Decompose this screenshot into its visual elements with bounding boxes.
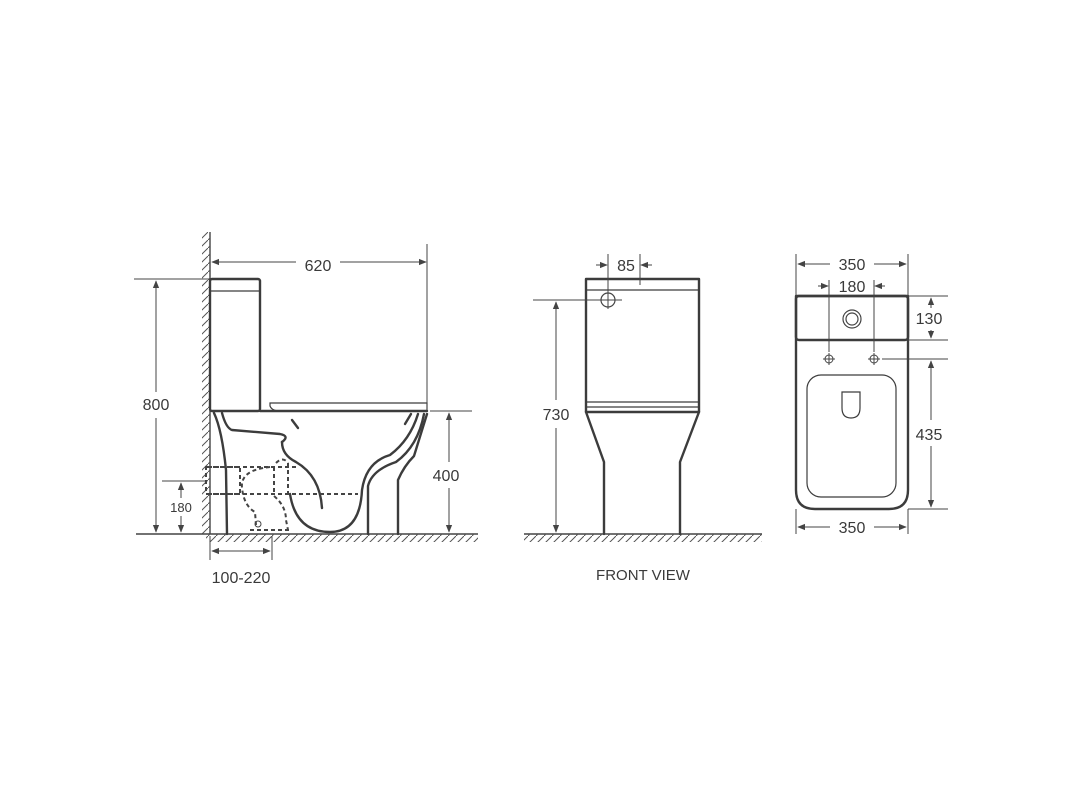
dim-100-220: 100-220: [209, 536, 273, 587]
dim-130: 130: [908, 295, 948, 341]
dim-label-bowl-width: 350: [839, 520, 866, 537]
dim-435: 435: [882, 358, 948, 510]
cistern-side: [208, 277, 262, 413]
dim-730: 730: [543, 301, 570, 533]
dim-label-bowl-length: 435: [916, 427, 943, 444]
cistern-front: [584, 277, 701, 414]
dim-label-rough-in: 100-220: [212, 570, 271, 587]
outline-top: [794, 294, 910, 511]
dim-label-overall-height: 800: [143, 397, 170, 414]
dim-400: 400: [430, 410, 472, 533]
floor-side: [136, 533, 478, 542]
dim-180-outlet: 180: [162, 480, 206, 533]
pedestal-front: [584, 410, 701, 536]
outlet-hidden: [205, 458, 358, 531]
dim-85: 85: [596, 254, 652, 285]
bolt-holes: [823, 353, 880, 365]
inlet-marker: [533, 254, 622, 309]
dim-350-bottom: 350: [795, 509, 909, 537]
dim-620: 620: [211, 244, 428, 411]
dim-label-bolt-spacing: 180: [839, 279, 866, 296]
dim-label-seat-height: 400: [433, 468, 460, 485]
dim-label-tank-depth: 130: [916, 311, 943, 328]
dim-label-inlet-height: 730: [543, 407, 570, 424]
dim-label-tank-width: 350: [839, 257, 866, 274]
front-view: 85 730 FRONT VIEW: [524, 254, 762, 584]
dim-180-bolts: 180: [818, 279, 885, 352]
dim-800: 800: [134, 278, 210, 533]
side-view: 620 800 180 400 100-220: [134, 232, 478, 587]
dim-label-overall-length: 620: [305, 258, 332, 275]
floor-front: [524, 533, 762, 542]
dim-350-top: 350: [795, 254, 909, 296]
dim-label-outlet-height: 180: [170, 500, 192, 515]
bowl-side: [212, 411, 429, 536]
seat-side: [258, 402, 429, 413]
dim-label-button-offset: 85: [617, 258, 635, 275]
top-view: 350 180 130 435: [794, 254, 948, 537]
front-view-caption: FRONT VIEW: [596, 567, 691, 584]
